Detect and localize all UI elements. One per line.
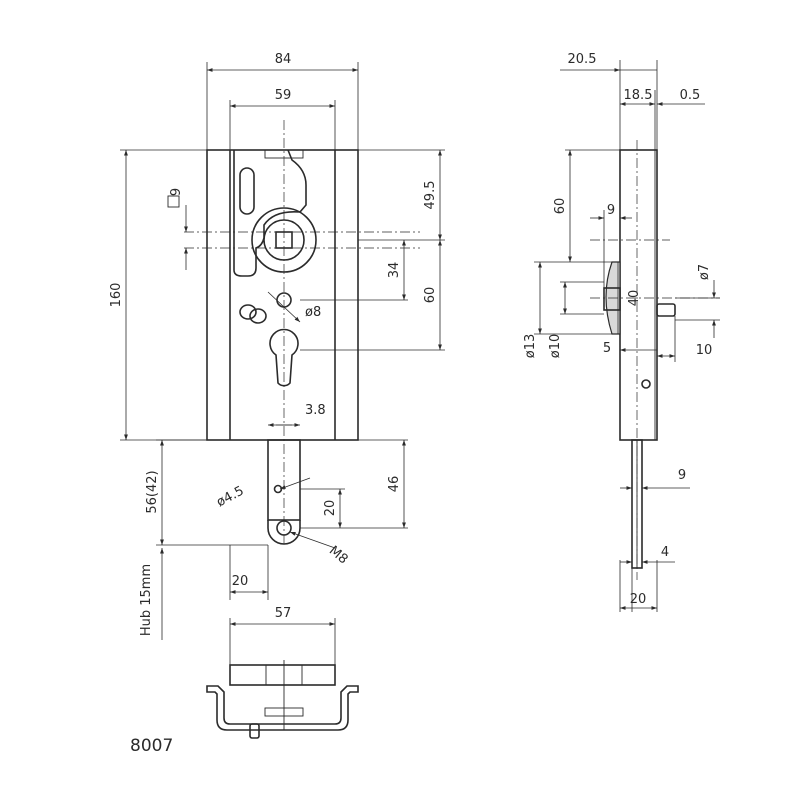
bottom-flange: [206, 685, 359, 731]
dim-height-overall: 160: [109, 283, 124, 308]
latch-lever: [233, 149, 307, 277]
dim-side-outer-dia: ø13: [523, 334, 538, 359]
stroke-note: Hub 15mm: [139, 564, 154, 636]
side-spindle-hub: [603, 287, 621, 311]
dim-side-depth-body: 18.5: [624, 88, 653, 103]
oval-slot: [239, 167, 255, 215]
dim-side-bolt-depth: 20: [630, 592, 647, 607]
bottom-slot: [264, 707, 304, 717]
dim-side-spindle-top: 60: [553, 198, 568, 215]
dim-side-pin-step: 5: [603, 341, 611, 356]
dim-bolt-hole-dia: ø4.5: [214, 484, 246, 511]
dim-bolt-hole-spacing: 20: [323, 500, 338, 517]
dim-side-inner-dia: ø10: [548, 334, 563, 359]
dim-hole-dia: ø8: [305, 305, 321, 320]
dim-side-rosette: 40: [627, 290, 642, 307]
dim-side-bolt-thickness: 4: [661, 545, 669, 560]
side-pin: [656, 303, 676, 317]
square-symbol: [167, 195, 180, 208]
dim-side-pin-length: 10: [696, 343, 713, 358]
dim-bolt-extension: 56(42): [145, 470, 160, 513]
dim-spindle-to-top: 49.5: [423, 181, 438, 210]
dim-bolt-width: 3.8: [305, 403, 326, 418]
dim-side-bolt-width: 9: [678, 468, 686, 483]
dim-bottom-width: 57: [275, 606, 292, 621]
side-screw-hole: [641, 379, 651, 389]
side-view: [534, 60, 720, 612]
dim-spindle-to-cylinder: 60: [423, 287, 438, 304]
dim-side-depth-overall: 20.5: [568, 52, 597, 67]
bottom-case-top: [229, 664, 336, 686]
dim-side-spindle-width: 9: [607, 203, 615, 218]
guide-pin-right: [249, 308, 267, 324]
dim-square-spindle: 9: [169, 188, 184, 196]
dim-side-plate: 0.5: [680, 88, 701, 103]
part-number: 8007: [130, 736, 173, 756]
front-view: [120, 62, 445, 640]
guide-pin-left: [239, 304, 257, 320]
dim-bolt-thread: M8: [326, 543, 351, 567]
dim-bolt-length: 46: [387, 476, 402, 493]
bottom-pin: [249, 723, 260, 739]
dim-bolt-offset: 20: [232, 574, 249, 589]
dim-width-inner: 59: [275, 88, 292, 103]
cylinder-cutout: [269, 328, 299, 387]
dim-side-pin-dia: ø7: [697, 264, 712, 280]
dim-width-overall: 84: [275, 52, 292, 67]
dim-spindle-to-hole: 34: [387, 262, 402, 279]
bolt-hole-small: [273, 484, 283, 494]
bottom-view: [206, 618, 359, 739]
